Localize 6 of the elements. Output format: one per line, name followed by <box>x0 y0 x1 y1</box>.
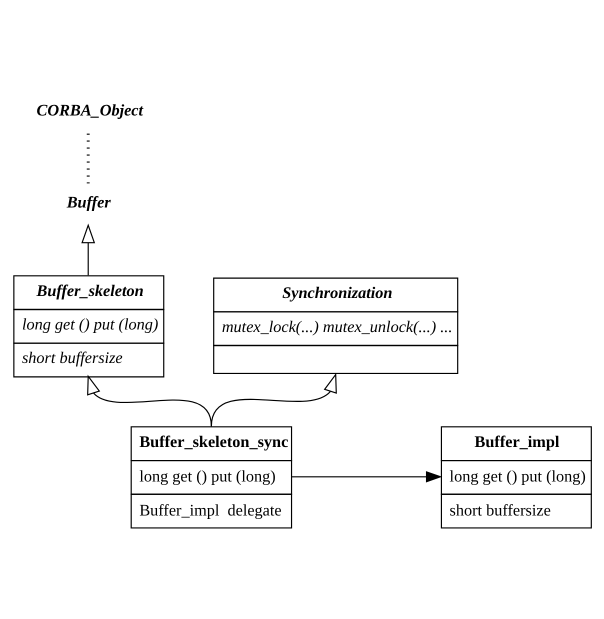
arrow <box>210 372 337 426</box>
node-text: Buffer <box>66 193 111 212</box>
node-text: CORBA_Object <box>36 102 144 120</box>
arrow <box>87 374 212 426</box>
arrow <box>292 471 442 482</box>
arrow <box>81 224 96 276</box>
